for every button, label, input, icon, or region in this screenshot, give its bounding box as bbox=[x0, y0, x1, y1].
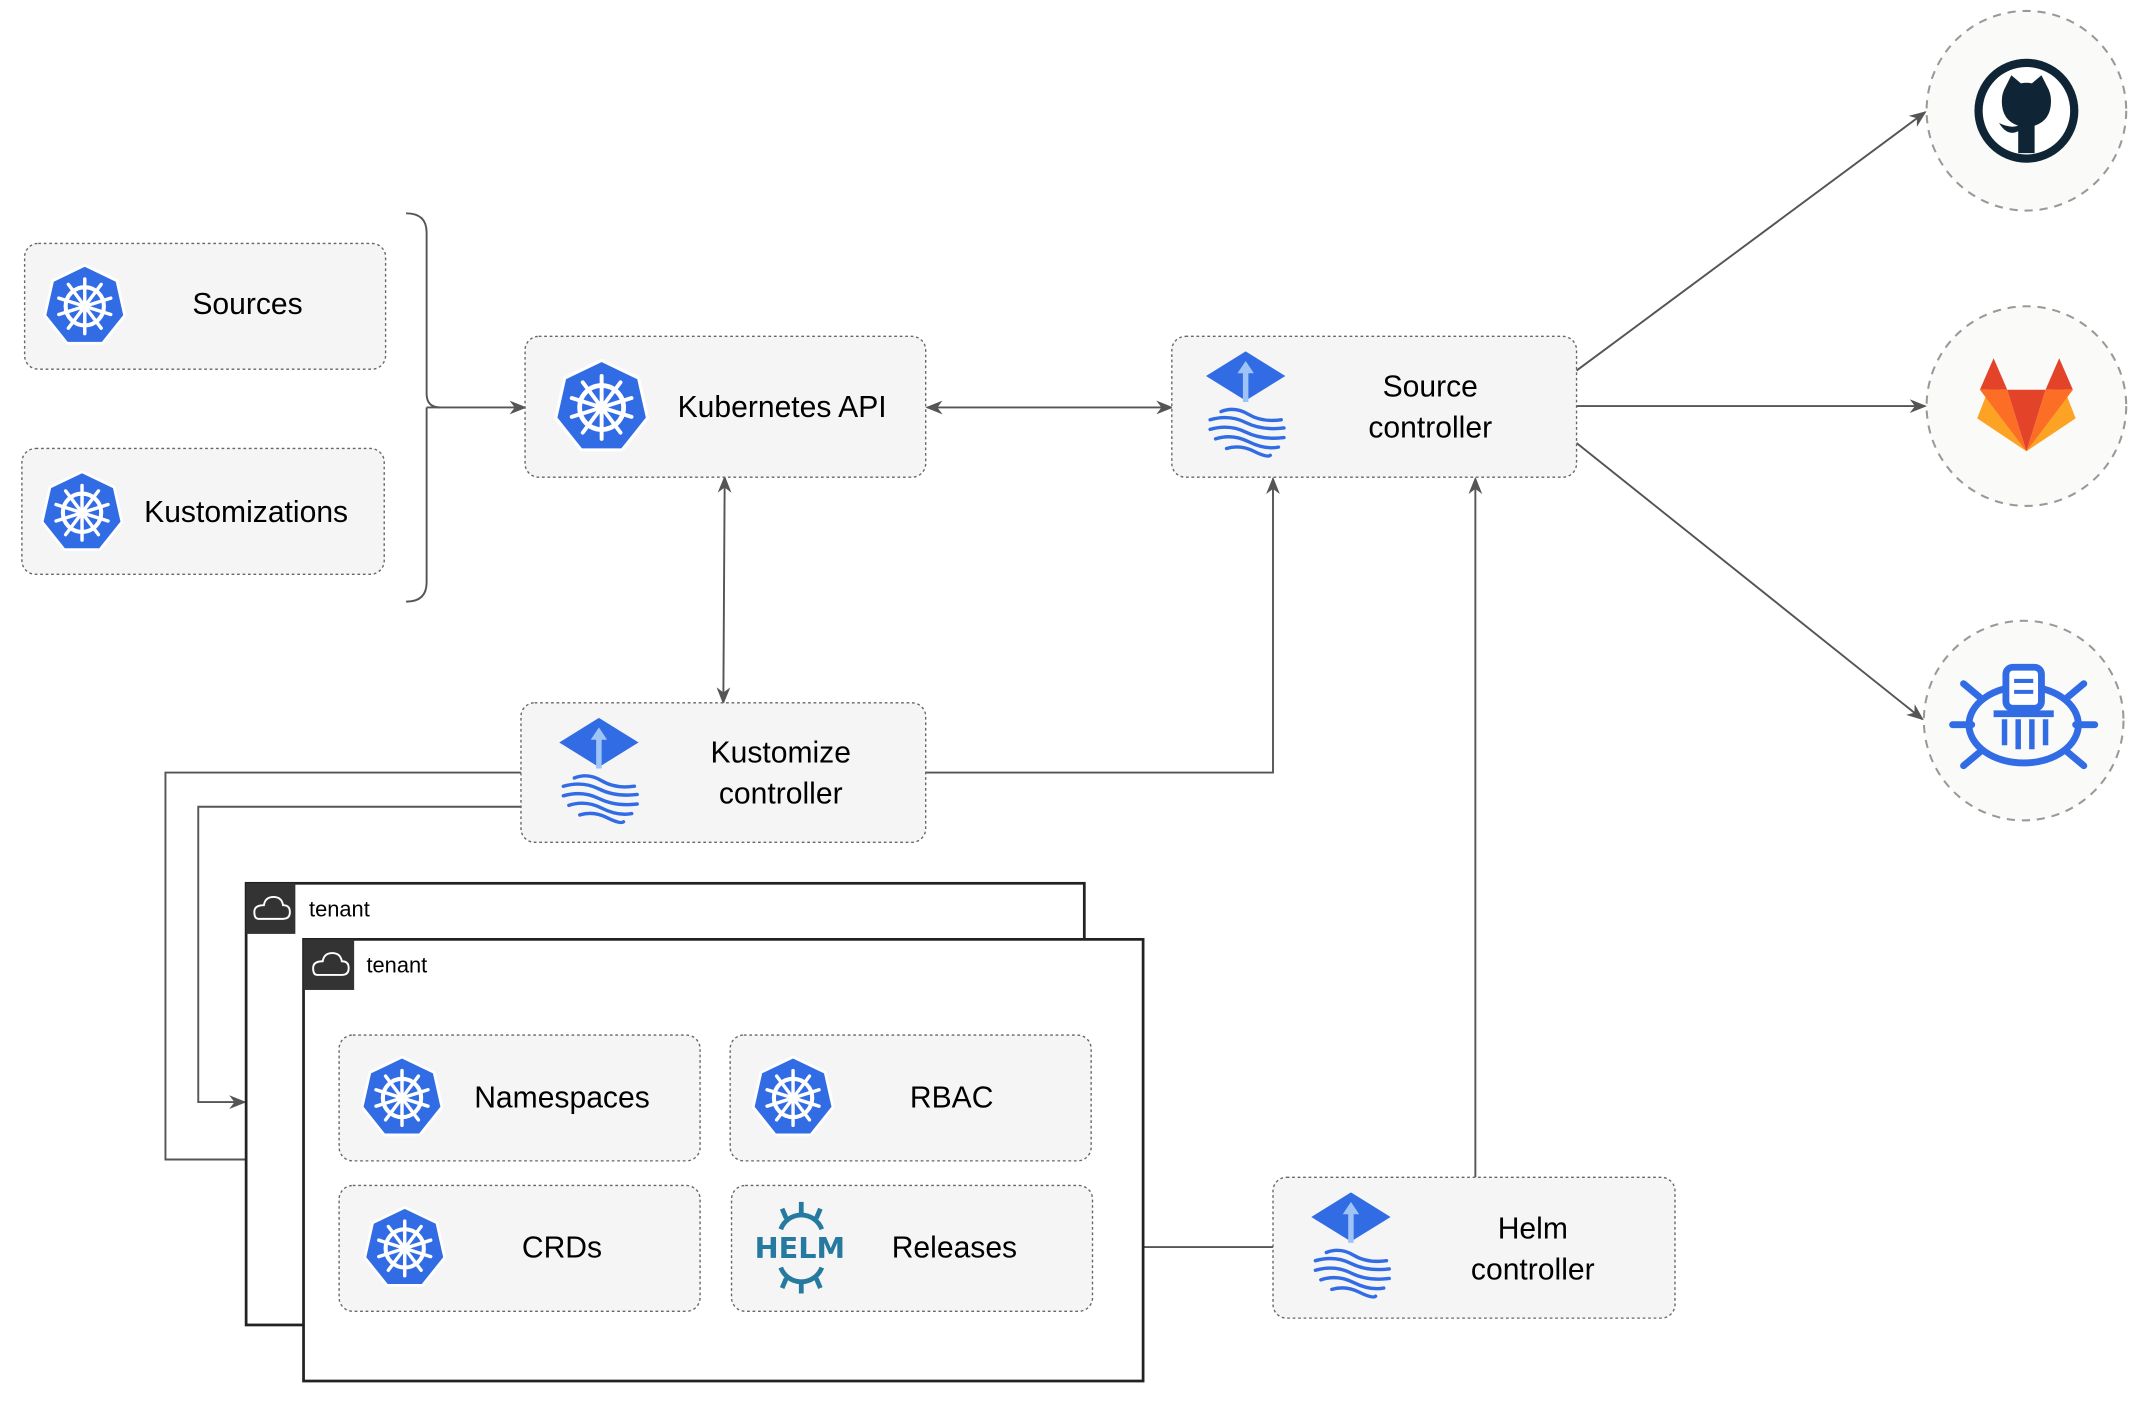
github-icon bbox=[1974, 58, 2079, 163]
namespaces-label: Namespaces bbox=[474, 1081, 650, 1114]
sources-label: Sources bbox=[192, 288, 302, 321]
releases-label: Releases bbox=[892, 1232, 1017, 1265]
tenant-front[interactable]: tenant Namespaces RBAC CRDs HELM bbox=[302, 938, 1145, 1383]
node-releases[interactable]: HELM Releases bbox=[730, 1184, 1094, 1312]
rbac-label: RBAC bbox=[910, 1081, 994, 1114]
edge-source-to-bucket bbox=[1575, 442, 1924, 721]
edge-kustomize-to-source bbox=[925, 476, 1280, 774]
kustomize-controller-line1: Kustomize bbox=[711, 737, 851, 770]
kubernetes-api-label: Kubernetes API bbox=[678, 391, 887, 424]
edge-kustomize-to-tenant-back bbox=[197, 805, 521, 1109]
node-crds[interactable]: CRDs bbox=[338, 1184, 701, 1312]
helm-icon: HELM bbox=[755, 1201, 845, 1294]
node-source-controller[interactable]: Source controller bbox=[1171, 335, 1578, 478]
edge-kustomize-to-tenant-front bbox=[164, 771, 521, 1167]
node-rbac[interactable]: RBAC bbox=[729, 1034, 1092, 1162]
brace bbox=[406, 212, 441, 603]
source-controller-line1: Source bbox=[1383, 370, 1478, 403]
external-github[interactable] bbox=[1925, 9, 2128, 212]
external-bucket[interactable] bbox=[1922, 619, 2125, 822]
helm-logo-text: HELM bbox=[755, 1231, 845, 1265]
bucket-icon bbox=[1949, 663, 2099, 770]
node-kustomize-controller[interactable]: Kustomize controller bbox=[520, 702, 927, 843]
kustomize-controller-line2: controller bbox=[719, 778, 843, 811]
kustomizations-label: Kustomizations bbox=[144, 496, 348, 529]
helm-controller-line2: controller bbox=[1471, 1254, 1595, 1287]
node-sources[interactable]: Sources bbox=[23, 242, 387, 370]
node-kustomizations[interactable]: Kustomizations bbox=[21, 447, 385, 575]
tenant-label: tenant bbox=[366, 952, 427, 977]
tenant-label: tenant bbox=[309, 896, 370, 921]
node-helm-controller[interactable]: Helm controller bbox=[1272, 1176, 1676, 1319]
node-namespaces[interactable]: Namespaces bbox=[338, 1034, 701, 1162]
external-gitlab[interactable] bbox=[1925, 305, 2128, 507]
edge-source-to-github bbox=[1575, 111, 1927, 372]
gitlab-icon bbox=[1977, 358, 2076, 452]
source-controller-line2: controller bbox=[1368, 411, 1492, 444]
helm-controller-line1: Helm bbox=[1498, 1213, 1568, 1246]
node-kubernetes-api[interactable]: Kubernetes API bbox=[524, 335, 927, 478]
edge-api-kustomize-controller bbox=[716, 475, 732, 705]
crds-label: CRDs bbox=[522, 1232, 602, 1265]
